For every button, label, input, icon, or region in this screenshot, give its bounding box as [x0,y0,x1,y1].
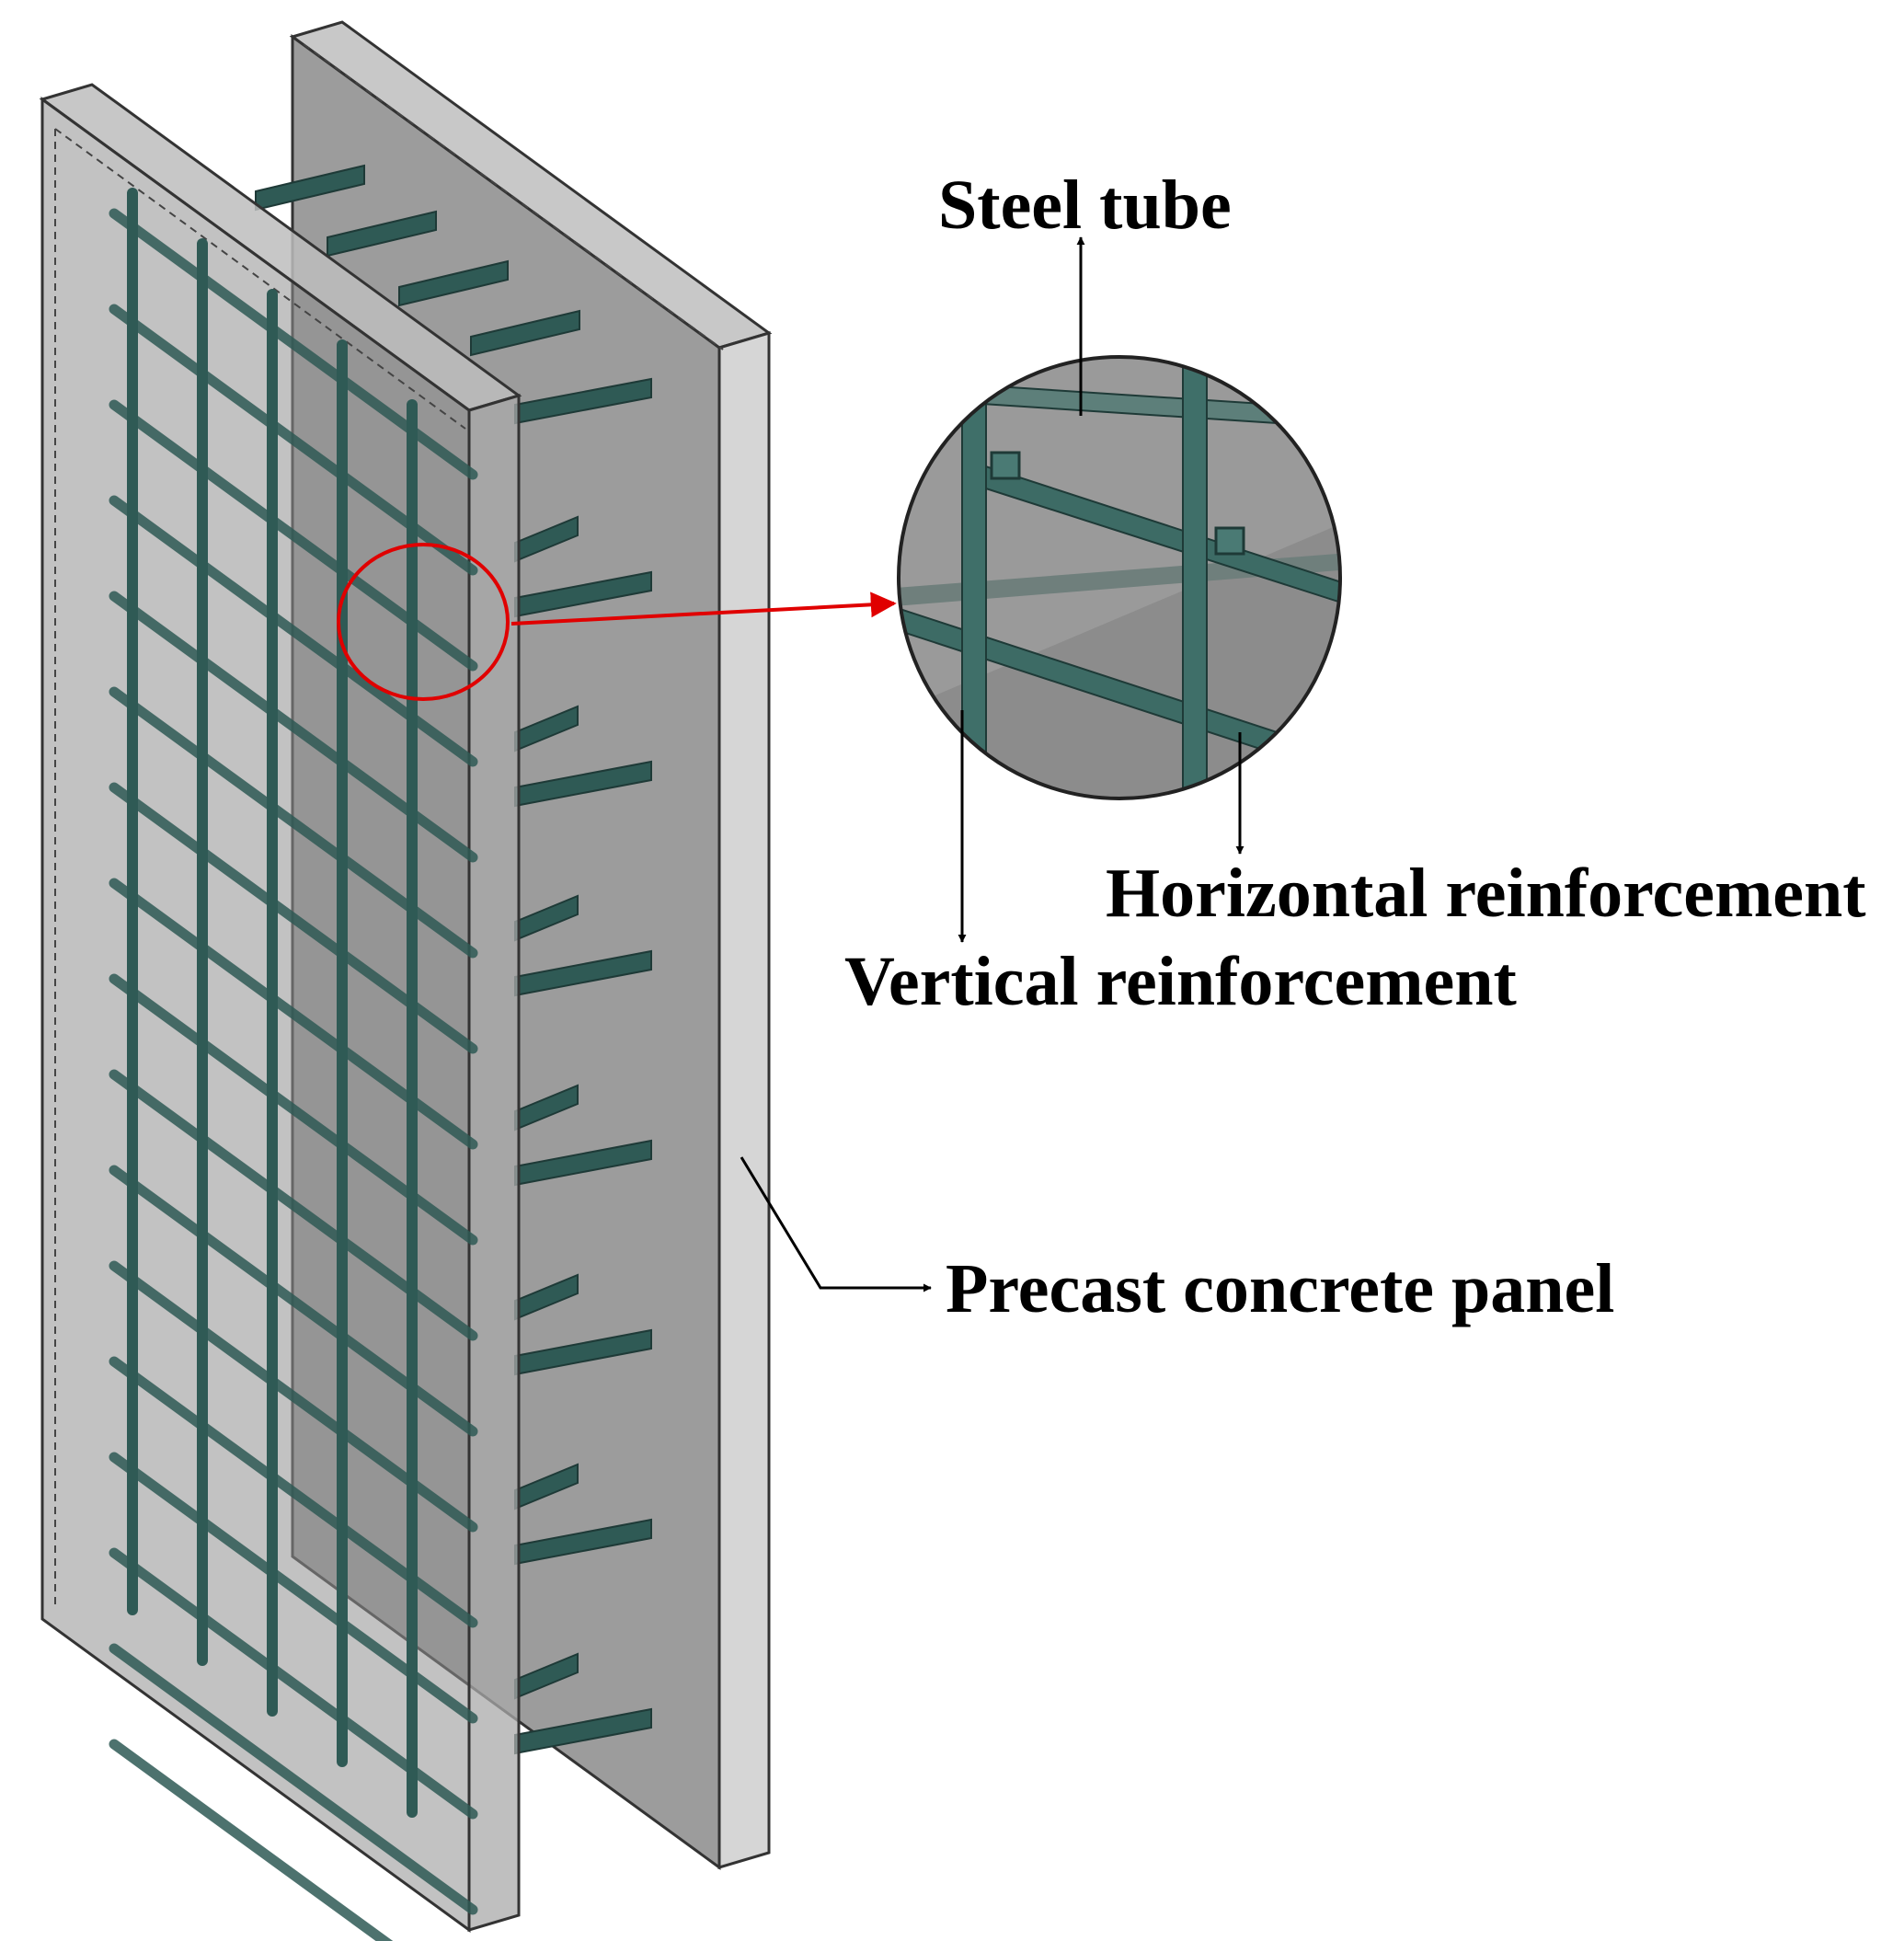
horizontal-rebar [109,1643,478,1915]
steel-tube [398,259,509,307]
back-panel-side-face [717,330,771,1870]
vertical-reinforcement-label: Vertical reinforcement [844,943,1517,1020]
steel-tube-label: Steel tube [938,167,1232,244]
zoom-pointer-arrow [510,591,897,626]
precast-concrete-panel-label: Precast concrete panel [946,1250,1614,1327]
rebar-grid [109,188,478,1941]
horizontal-rebar [109,1739,394,1941]
steel-tubes [255,164,652,1755]
front-panel-side-face [467,393,521,1933]
leader-lines [740,236,1244,1292]
zoom-detail [897,355,1342,800]
steel-tube [470,309,580,357]
zoom-vertical-bars [961,357,1208,798]
precast-panel-leader [740,1156,932,1292]
front-panel [39,83,522,1933]
steel-tube [327,210,437,258]
highlight-circle [337,543,510,701]
horizontal-reinforcement-label: Horizontal reinforcement [1106,855,1866,932]
